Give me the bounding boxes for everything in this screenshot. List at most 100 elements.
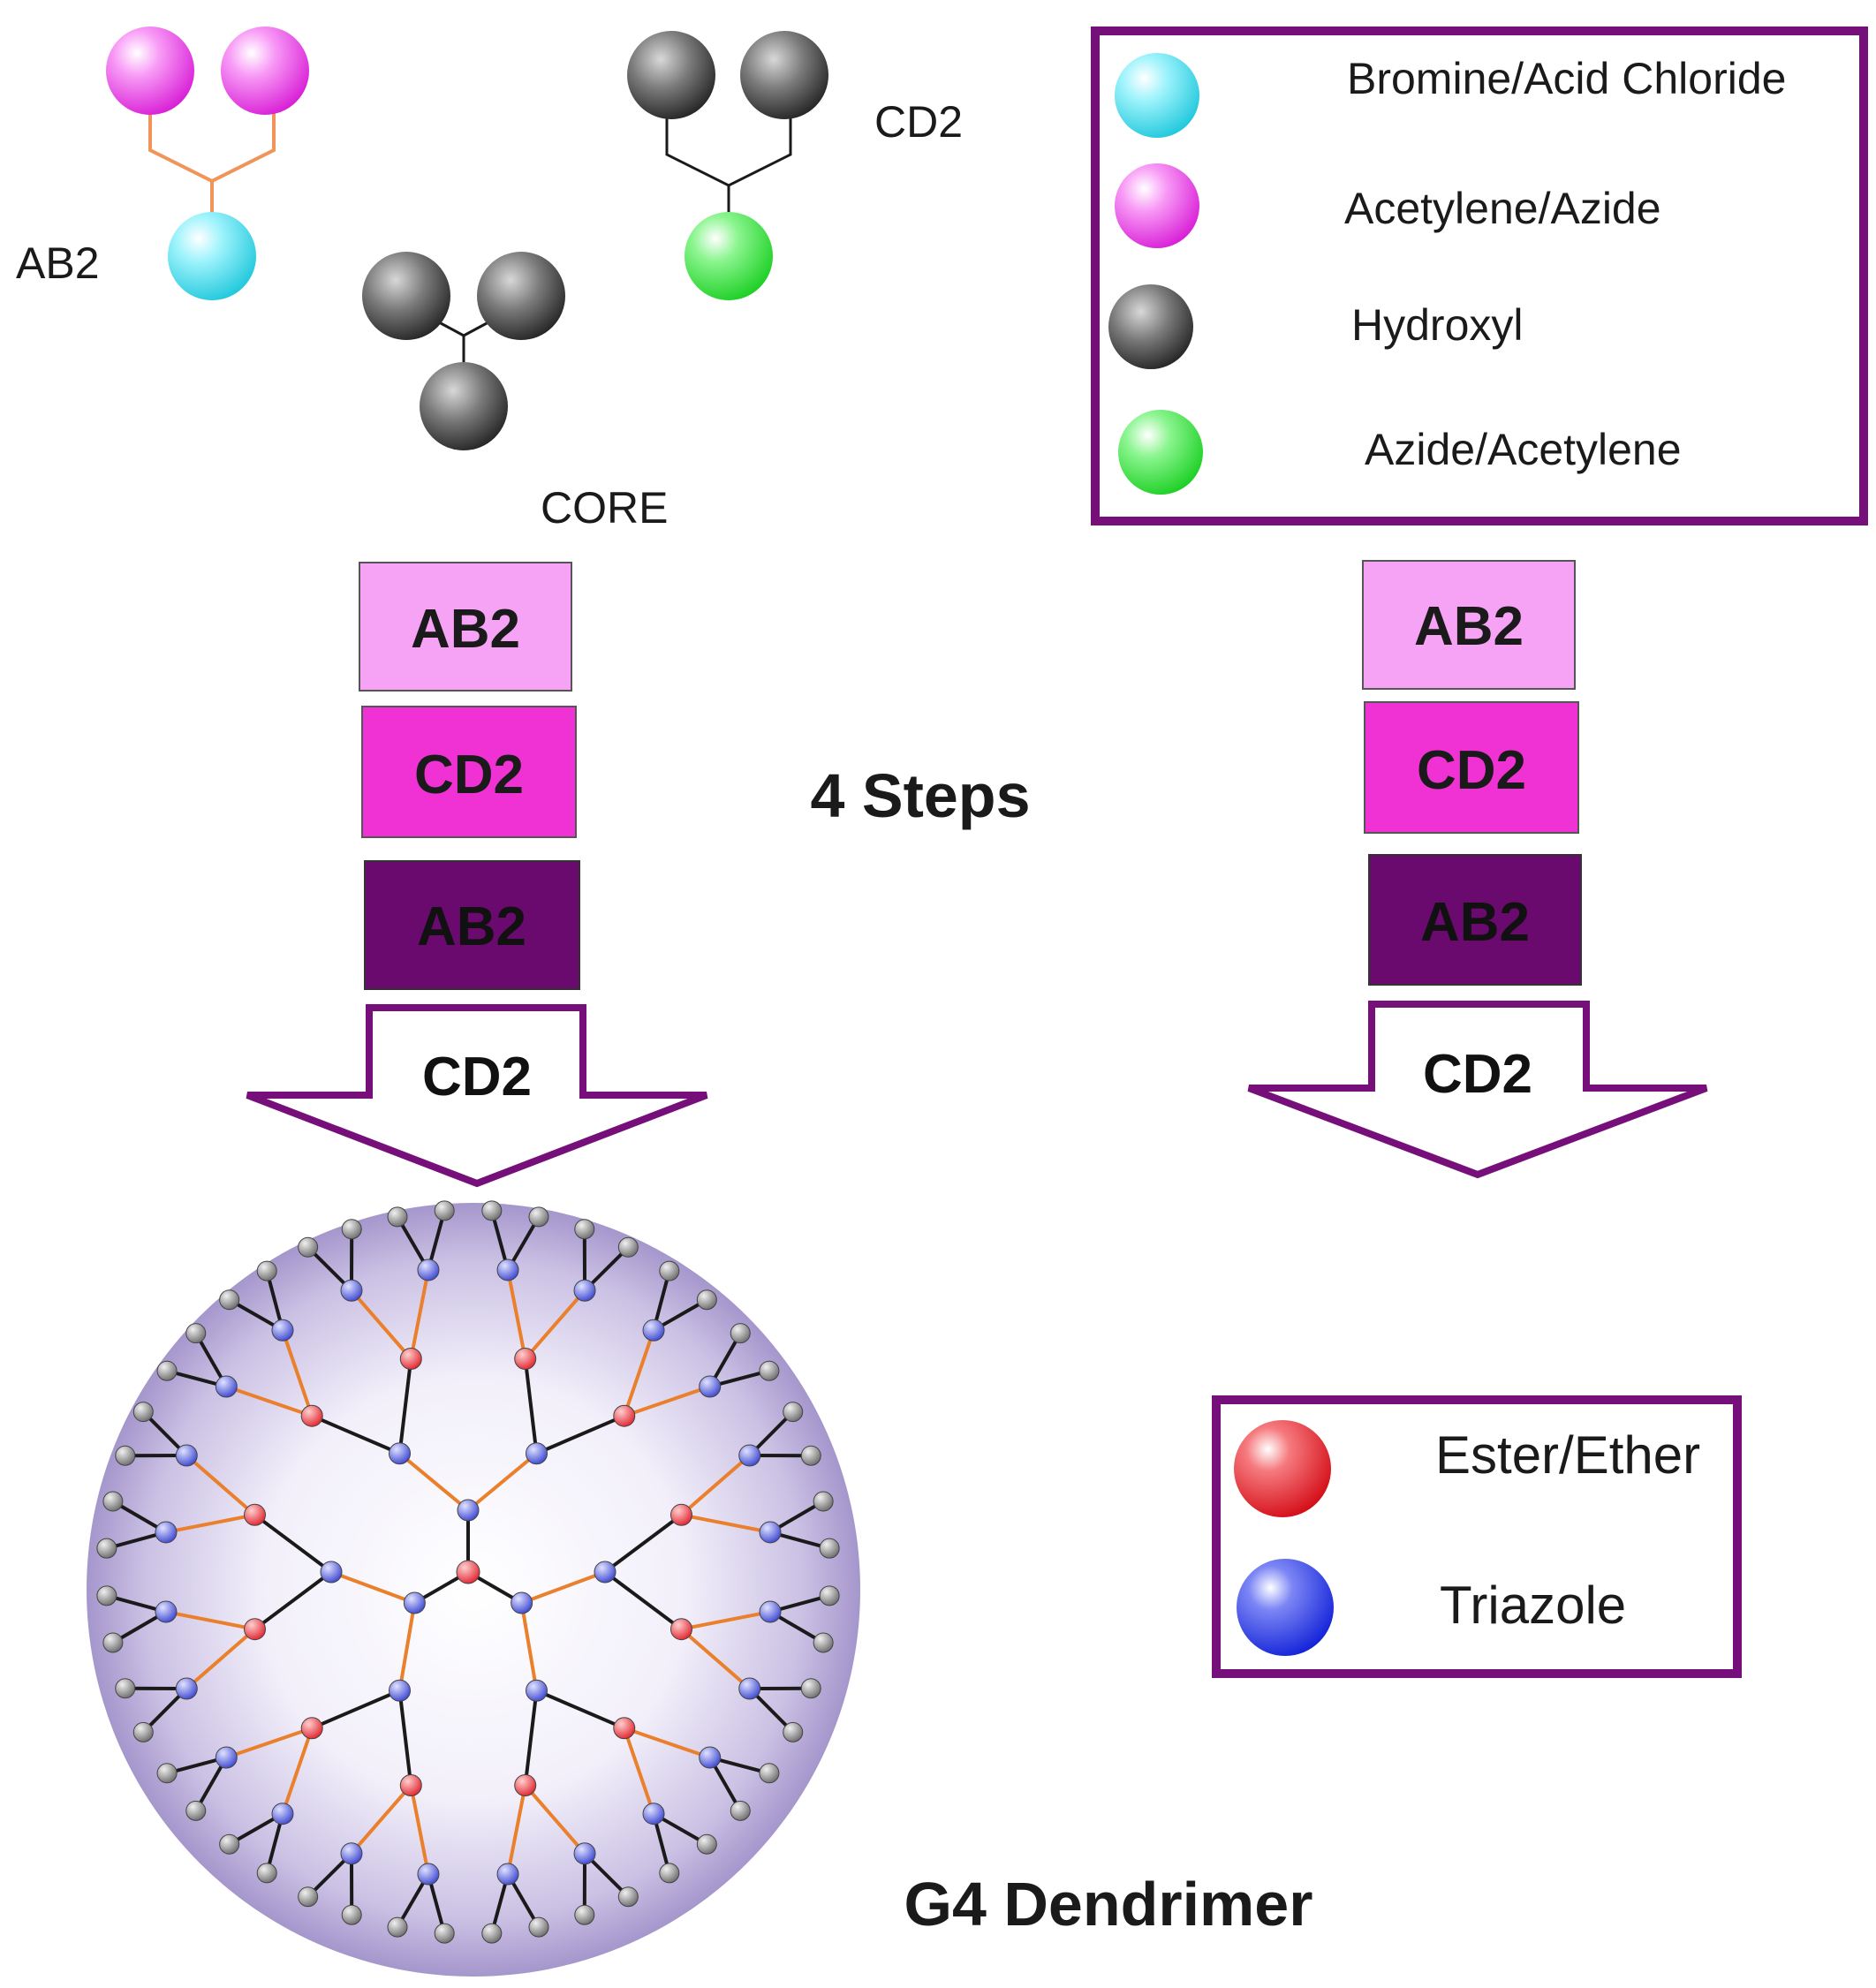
hydroxyl-icon (362, 252, 450, 340)
hydroxyl-end-node (102, 1491, 124, 1512)
ab2-monomer-label: AB2 (16, 238, 100, 288)
triazole-node (389, 1442, 411, 1465)
dendrimer-bond (397, 1689, 413, 1786)
ester-ether-node (514, 1773, 537, 1796)
dendrimer-bond (681, 1610, 771, 1631)
dendrimer-bond (535, 1414, 625, 1455)
arrow-label: CD2 (1423, 1044, 1532, 1105)
step-label: AB2 (1420, 892, 1530, 953)
hydroxyl-end-node (730, 1800, 751, 1821)
ester-ether-node (669, 1618, 692, 1641)
legend-item-hydroxyl: Hydroxyl (1351, 300, 1523, 350)
cd2-monomer-label: CD2 (874, 97, 963, 147)
down-arrow (1247, 1001, 1708, 1179)
hydroxyl-icon (627, 31, 715, 119)
dendrimer-bond (524, 1289, 586, 1360)
hydroxyl-end-node (528, 1206, 549, 1228)
hydroxyl-end-node (783, 1721, 804, 1742)
triazole-node (759, 1600, 782, 1623)
hydroxyl-end-node (156, 1763, 178, 1784)
hydroxyl-end-node (185, 1800, 207, 1821)
dendrimer-bond (622, 1727, 655, 1815)
ester-ether-node (514, 1348, 537, 1371)
ester-ether-icon (1234, 1420, 1331, 1517)
hydroxyl-icon (740, 31, 828, 119)
hydroxyl-end-node (298, 1886, 319, 1908)
legend-item-azide-acetylene: Azide/Acetylene (1365, 425, 1682, 474)
dendrimer-bond (506, 1785, 527, 1875)
dendrimer-bond (311, 1689, 401, 1730)
hydroxyl-end-node (819, 1538, 840, 1559)
triazole-node (699, 1746, 722, 1769)
bromine-acid-chloride-icon (1115, 53, 1199, 138)
triazole-node (496, 1863, 519, 1886)
dendrimer-bond (680, 1454, 752, 1516)
hydroxyl-end-node (434, 1923, 455, 1944)
step-box-ab2-light (359, 562, 572, 692)
triazole-node (403, 1591, 426, 1614)
triazole-node (340, 1842, 363, 1865)
triazole-node (175, 1677, 198, 1700)
ab2-monomer: AB2 (16, 26, 309, 300)
hydroxyl-end-node (819, 1585, 840, 1606)
legend-item-acetylene-azide: Acetylene/Azide (1344, 184, 1661, 233)
hydroxyl-end-node (617, 1236, 639, 1258)
hydroxyl-end-node (156, 1360, 178, 1381)
hydroxyl-end-node (96, 1538, 117, 1559)
hydroxyl-end-node (185, 1323, 207, 1344)
hydroxyl-end-node (341, 1904, 362, 1925)
dendrimer-bond (350, 1784, 412, 1856)
acetylene-azide-icon (221, 26, 309, 115)
hydroxyl-end-node (434, 1200, 455, 1221)
step-box-ab2-light (1362, 560, 1576, 690)
step-label: CD2 (414, 745, 524, 805)
triazole-node (738, 1444, 761, 1467)
hydroxyl-end-node (481, 1923, 503, 1944)
step-label: AB2 (417, 896, 526, 957)
dendrimer-bond (281, 1329, 314, 1417)
dendrimer-bond (506, 1269, 527, 1359)
hydroxyl-end-node (298, 1236, 319, 1258)
dendrimer-sphere (87, 1203, 860, 1977)
ester-ether-node (300, 1404, 323, 1427)
hydroxyl-end-node (759, 1360, 780, 1381)
triazole-node (573, 1279, 596, 1302)
triazole-node (594, 1561, 617, 1584)
hydroxyl-end-node (132, 1402, 154, 1423)
triazole-node (215, 1746, 238, 1769)
dendrimer-bond (519, 1602, 539, 1691)
cd2-monomer: CD2 (627, 31, 963, 300)
dendrimer-bond (165, 1610, 255, 1631)
g4-dendrimer-illustration (87, 1200, 860, 1977)
down-arrow (246, 1004, 708, 1188)
hydroxyl-end-node (96, 1585, 117, 1606)
dendrimer-bond (311, 1414, 401, 1455)
dendrimer-bond (185, 1628, 256, 1690)
legend-item-ester-ether: Ester/Ether (1435, 1425, 1700, 1485)
dendrimer-bond (165, 1513, 255, 1534)
hydroxyl-end-node (387, 1206, 408, 1228)
hydroxyl-end-node (813, 1632, 834, 1653)
triazole-node (496, 1259, 519, 1281)
triazole-node (340, 1279, 363, 1302)
ester-ether-node (244, 1618, 267, 1641)
hydroxyl-end-node (102, 1632, 124, 1653)
ester-ether-node (613, 1717, 636, 1740)
dendrimer-bond (520, 1570, 606, 1605)
core-label: CORE (541, 483, 668, 533)
hydroxyl-icon (1108, 284, 1193, 369)
dendrimer-bond (466, 1452, 538, 1512)
triazole-node (389, 1679, 411, 1702)
dendrimer-bond (535, 1689, 625, 1730)
triazole-node (573, 1842, 596, 1865)
triazole-node (526, 1442, 548, 1465)
acetylene-azide-icon (1115, 163, 1199, 248)
triazole-node (526, 1679, 548, 1702)
triazole-node (738, 1677, 761, 1700)
triazole-node (759, 1521, 782, 1544)
triazole-node (699, 1375, 722, 1398)
hydroxyl-end-node (800, 1678, 821, 1699)
hydroxyl-end-node (256, 1260, 277, 1281)
arrow-label: CD2 (422, 1047, 532, 1107)
dendrimer-bond (281, 1727, 314, 1815)
